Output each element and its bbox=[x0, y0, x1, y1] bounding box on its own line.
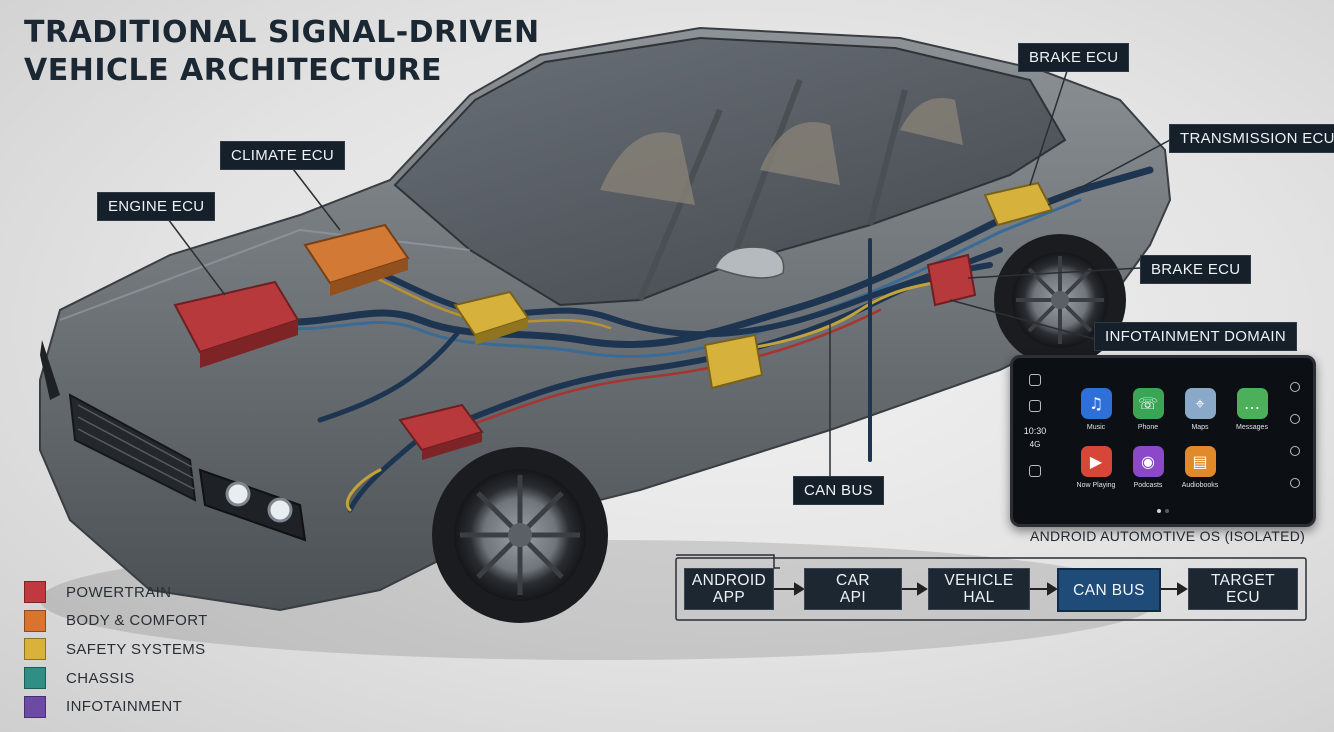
flow-line: ANDROID bbox=[691, 572, 767, 589]
hood-line bbox=[59, 228, 471, 321]
app-maps[interactable]: ⌖ Maps bbox=[1175, 388, 1225, 431]
app-label: Maps bbox=[1191, 424, 1209, 431]
title-line-1: TRADITIONAL SIGNAL-DRIVEN bbox=[24, 15, 540, 50]
legend-label: BODY & COMFORT bbox=[66, 612, 208, 630]
app-messages[interactable]: … Messages bbox=[1227, 388, 1277, 431]
callout-can-bus: CAN BUS bbox=[793, 476, 884, 505]
screen-right-rail bbox=[1287, 382, 1303, 502]
app-label: Now Playing bbox=[1076, 482, 1116, 489]
flow-arrows bbox=[772, 582, 1188, 596]
headlight-right bbox=[198, 468, 307, 542]
flow-line: APP bbox=[712, 589, 746, 606]
page-title: TRADITIONAL SIGNAL-DRIVEN VEHICLE ARCHIT… bbox=[24, 14, 540, 90]
flow-bracket bbox=[676, 554, 780, 569]
legend-label: CHASSIS bbox=[66, 669, 135, 687]
app-label: Audiobooks bbox=[1181, 482, 1219, 489]
flow-line: CAN BUS bbox=[1073, 581, 1145, 599]
callout-engine-ecu: ENGINE ECU bbox=[97, 192, 216, 221]
flow-line: HAL bbox=[963, 589, 995, 606]
screen-left-rail: 10:30 4G bbox=[1021, 374, 1049, 509]
app-phone[interactable]: ☏ Phone bbox=[1123, 388, 1173, 431]
flow-step-can-bus: CAN BUS bbox=[1057, 568, 1161, 612]
car-windows bbox=[393, 36, 1067, 307]
page-indicator bbox=[1155, 498, 1171, 517]
app-audiobooks[interactable]: ▤ Audiobooks bbox=[1175, 446, 1225, 489]
flow-line: TARGET bbox=[1210, 572, 1276, 589]
legend-item-powertrain: POWERTRAIN bbox=[24, 578, 208, 607]
headlight-left bbox=[40, 340, 60, 400]
legend-swatch-safety bbox=[24, 638, 46, 661]
phone-icon: ☏ bbox=[1132, 388, 1164, 419]
app-label: Podcasts bbox=[1133, 482, 1163, 489]
power-icon[interactable] bbox=[1290, 414, 1300, 424]
screen-clock: 10:30 bbox=[1023, 426, 1047, 436]
screen-network: 4G bbox=[1029, 440, 1041, 449]
callout-brake-ecu-right: BRAKE ECU bbox=[1140, 255, 1252, 284]
legend-item-chassis: CHASSIS bbox=[24, 664, 208, 693]
message-bubble-icon: … bbox=[1236, 388, 1268, 419]
menu-icon[interactable] bbox=[1290, 446, 1300, 456]
ecu-climate-module bbox=[303, 223, 410, 296]
app-podcasts[interactable]: ◉ Podcasts bbox=[1123, 446, 1173, 489]
podcast-icon: ◉ bbox=[1132, 446, 1164, 477]
screen-caption: ANDROID AUTOMOTIVE OS (ISOLATED) bbox=[1030, 528, 1306, 544]
legend-swatch-body-comfort bbox=[24, 609, 46, 632]
flow-line: VEHICLE bbox=[944, 572, 1014, 589]
app-music[interactable]: ♫ Music bbox=[1071, 388, 1121, 431]
app-label: Phone bbox=[1137, 424, 1159, 431]
title-line-2: VEHICLE ARCHITECTURE bbox=[24, 53, 443, 88]
play-icon: ▶ bbox=[1080, 446, 1112, 477]
headlight-lamp-2 bbox=[267, 497, 293, 523]
legend-item-body-comfort: BODY & COMFORT bbox=[24, 607, 208, 636]
map-icon: ⌖ bbox=[1184, 388, 1216, 419]
legend-swatch-chassis bbox=[24, 667, 46, 690]
back-icon[interactable] bbox=[1290, 478, 1300, 488]
app-label: Messages bbox=[1236, 424, 1268, 431]
settings-icon[interactable] bbox=[1290, 382, 1300, 392]
app-label: Music bbox=[1086, 424, 1106, 431]
grille-slats bbox=[77, 404, 195, 490]
callout-brake-ecu-top: BRAKE ECU bbox=[1018, 43, 1130, 72]
camera-icon[interactable] bbox=[1029, 400, 1041, 412]
music-note-icon: ♫ bbox=[1080, 388, 1112, 419]
headlight-lamp-1 bbox=[225, 481, 251, 507]
ecu-brake-module bbox=[926, 253, 977, 307]
book-icon: ▤ bbox=[1184, 446, 1216, 477]
window-pillars bbox=[637, 78, 908, 302]
side-mirror bbox=[714, 246, 785, 279]
ecu-safety-module-1 bbox=[453, 290, 530, 345]
legend-swatch-infotainment bbox=[24, 695, 46, 718]
legend: POWERTRAIN BODY & COMFORT SAFETY SYSTEMS… bbox=[24, 578, 208, 721]
callout-transmission-ecu: TRANSMISSION ECU bbox=[1169, 124, 1334, 153]
ecu-engine-module bbox=[173, 280, 300, 368]
front-wheel bbox=[432, 447, 608, 623]
seats bbox=[600, 98, 963, 205]
legend-item-infotainment: INFOTAINMENT bbox=[24, 692, 208, 721]
screenshot-icon[interactable] bbox=[1029, 465, 1041, 477]
infotainment-screen: 10:30 4G ♫ Music ☏ Phone ⌖ Maps … Messag… bbox=[1010, 355, 1316, 527]
flow-line: API bbox=[839, 589, 867, 606]
ecu-transmission-module bbox=[983, 181, 1054, 227]
legend-item-safety: SAFETY SYSTEMS bbox=[24, 635, 208, 664]
home-icon[interactable] bbox=[1029, 374, 1041, 386]
callout-infotainment-domain: INFOTAINMENT DOMAIN bbox=[1094, 322, 1297, 351]
legend-label: POWERTRAIN bbox=[66, 583, 172, 601]
ecu-safety-module-2 bbox=[703, 333, 764, 390]
legend-swatch-powertrain bbox=[24, 581, 46, 604]
app-now-playing[interactable]: ▶ Now Playing bbox=[1071, 446, 1121, 489]
flow-frame bbox=[675, 557, 1307, 621]
ecu-powertrain-module-2 bbox=[398, 403, 484, 460]
callout-leader-lines bbox=[164, 67, 1171, 476]
callout-climate-ecu: CLIMATE ECU bbox=[220, 141, 346, 170]
legend-label: SAFETY SYSTEMS bbox=[66, 640, 206, 658]
flow-line: CAR bbox=[836, 572, 870, 589]
legend-label: INFOTAINMENT bbox=[66, 698, 183, 716]
flow-line: ECU bbox=[1226, 589, 1260, 606]
